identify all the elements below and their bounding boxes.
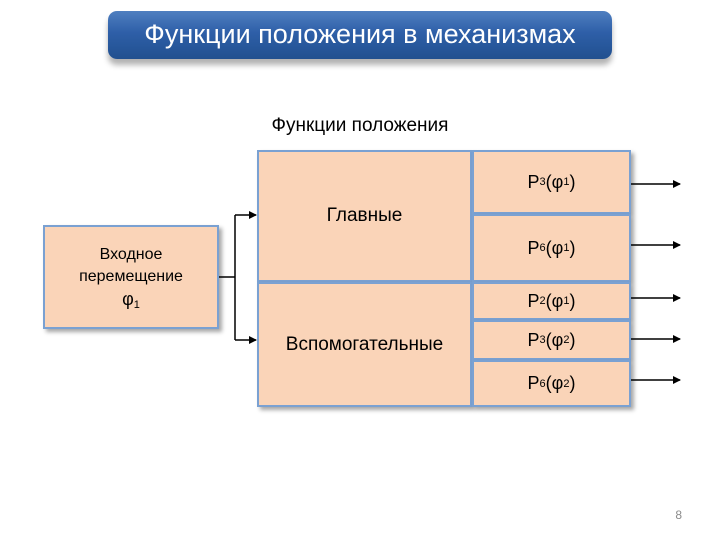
auxiliary-functions-label: Вспомогательные: [285, 333, 444, 355]
input-displacement-box: Входное перемещение φ1: [43, 225, 219, 329]
main-functions-label: Главные: [326, 205, 403, 226]
input-label-line2: перемещение: [79, 268, 183, 285]
diagram-title: Функции положения: [271, 115, 449, 136]
page-number: 8: [675, 508, 682, 522]
auxiliary-functions-box: Вспомогательные: [257, 282, 472, 407]
input-symbol: φ1: [122, 289, 140, 311]
input-label-line1: Входное: [99, 246, 163, 263]
main-functions-box: Главные: [257, 150, 472, 282]
title-banner: Функции положения в механизмах: [108, 11, 612, 59]
slide-title: Функции положения в механизмах: [144, 18, 576, 49]
